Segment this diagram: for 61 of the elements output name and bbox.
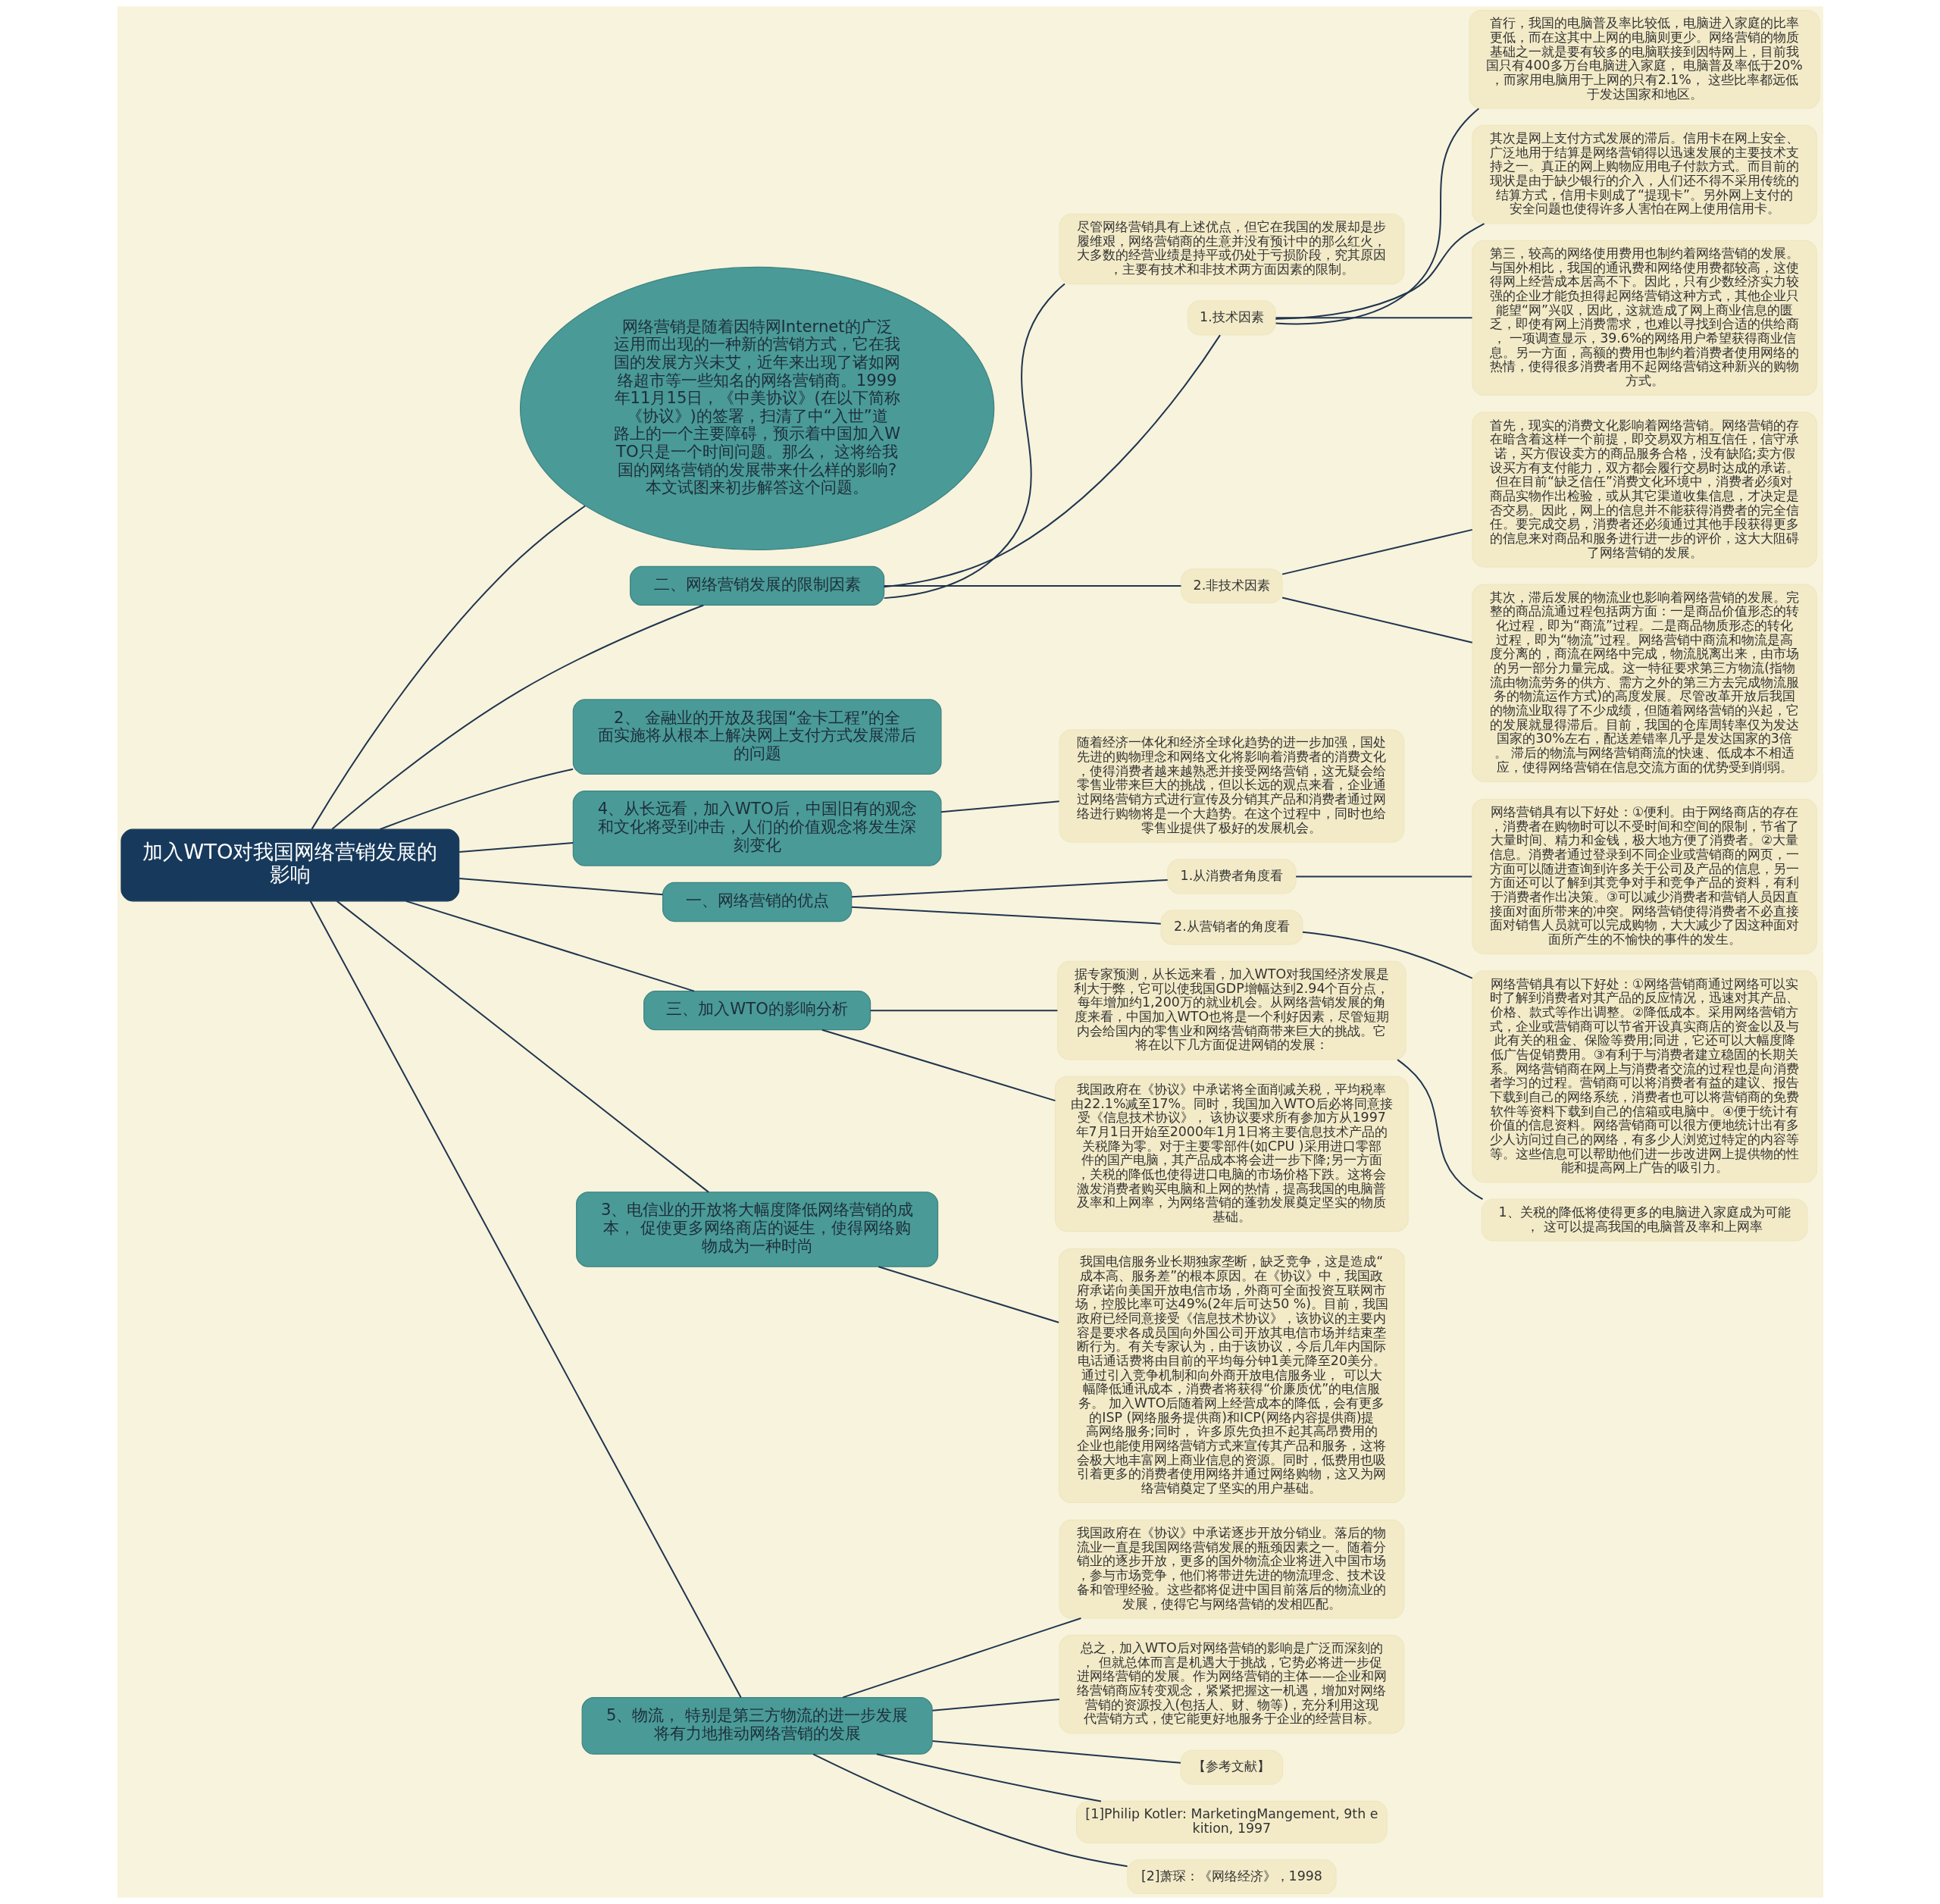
connector — [458, 842, 574, 853]
connector — [940, 800, 1060, 813]
node-box: 5、物流， 特别是第三方物流的进一步发展将有力地推动网络营销的发展 — [581, 1696, 933, 1755]
connector — [458, 878, 663, 896]
node-box: 第三，较高的网络使用费用也制约着网络营销的发展。与国外相比，我国的通讯费和网络使用费都较高，这使得网上经营成本居高不下。因此，只有少数经济实力较强的企业才能负担得起网络营销这种方式，其他企业只能望“网”兴叹，因此，这就造成了网上商业信息的匮乏，即使有网上消费需求，也难以寻找到合适的供给商， 一项调查显示，39.6%的网络用户希望获得商业信息。另一方面，高额的费用也制约着消费者使用网络的热情，使得很多消费者用不起网络营销这种新兴的购物方式。 — [1471, 240, 1817, 396]
connector — [1281, 597, 1473, 644]
connector — [405, 900, 695, 992]
node-box: 网络营销具有以下好处：①便利。由于网络商店的存在，消费者在购物时可以不受时间和空间的限制，节省了大量时间、精力和金钱，极大地方便了消费者。②大量信息。消费者通过登录到不同企业或营销商的网页，一方面可以随进查询到许多关于公司及产品的信息，另一方面还可以了解到其竞争对手和竞争产品的资料，有利于消费者作出决策。③可以减少消费者和营销人员因直接面对面所带来的冲突。网络营销使得消费者不必直接面对销售人员就可以完成购物，大大减少了因这种面对面所产生的不愉快的事件的发生。 — [1471, 798, 1817, 955]
node-box: 总之，加入WTO后对网络营销的影响是广泛而深刻的， 但就总体而言是机遇大于挑战，它势必将进一步促进网络营销的发展。作为网络营销的主体——企业和网络营销商应转变观念，紧紧把握这一机遇，增加对网络营销的资源投入(包括人、财、物等)，充分利用这现代营销方式，使它能更好地服务于企业的经营目标。 — [1059, 1634, 1404, 1734]
node-box: 二、网络营销发展的限制因素 — [629, 565, 884, 606]
node-box: 随着经济一体化和经济全球化趋势的进一步加强，国处先进的购物理念和网络文化将影响着消费者的消费文化，使得消费者越来越熟悉并接受网络营销，这无疑会给零售业带来巨大的挑战，但以长远的观点来看，企业通过网络营销方式进行宣传及分销其产品和消费者通过网络进行购物将是一个大趋势。在这个过程中，同时也给零售业提供了极好的发展机会。 — [1059, 729, 1404, 843]
connector — [1275, 108, 1479, 325]
connector — [931, 1740, 1181, 1764]
node-box: 3、电信业的开放将大幅度降低网络营销的成本， 促使更多网络商店的诞生，使得网络购物成为一种时尚 — [575, 1192, 938, 1267]
node-box: 一、网络营销的优点 — [662, 882, 852, 922]
connector — [875, 1753, 1102, 1802]
node-box: 1.技术因素 — [1187, 300, 1276, 336]
node-box: 尽管网络营销具有上述优点，但它在我国的发展却是步履维艰，网络营销商的生意并没有预计中的那么红火，大多数的经营业绩是持平或仍处于亏损阶段，究其原因，主要有技术和非技术两方面因素的限制。 — [1059, 213, 1404, 285]
connector — [812, 1753, 1128, 1868]
connector — [1281, 528, 1473, 575]
node-box: 网络营销具有以下好处：①网络营销商通过网络可以实时了解到消费者对其产品的反应情况，迅速对其产品、价格、款式等作出调整。②降低成本。采用网络营销方式，企业或营销商可以节省开设真实商店的资金以及与此有关的租金、保险等费用;同进，它还可以大幅度降低广告促销费用。③有利于与消费者建立稳固的长期关系。网络营销商在网上与消费者交流的过程也是向消费者学习的过程。营销商可以将消费者有益的建议、报告下载到自己的网络系统，消费者也可以将营销商的免费软件等资料下载到自己的信箱或电脑中。④便于统计有价值的信息资料。网络营销商可以很方便地统计出有多少人访问过自己的网络，有多少人浏览过特定的内容等等。这些信息可以帮助他们进一步改进网上提供物的性能和提高网上广告的吸引力。 — [1471, 970, 1817, 1183]
node-box: 2.从营销者的角度看 — [1159, 910, 1303, 945]
connector — [821, 1029, 1056, 1102]
node-box: 首行，我国的电脑普及率比较低，电脑进入家庭的比率更低，而在这其中上网的电脑则更少。网络营销的物质基础之一就是要有较多的电脑联接到因特网上，目前我国只有400多万台电脑进入家庭， 电脑普及率低于20%，而家用电脑用于上网的只有2.1%， 这些比率都远低于发达国家和地区。 — [1469, 9, 1820, 109]
node-box: 其次是网上支付方式发展的滞后。信用卡在网上安全、广泛地用于结算是网络营销得以迅速发展的主要技术支持之一。真正的网上购物应用电子付款方式。而目前的现状是由于缺少银行的介入，人们还不得不采用传统的结算方式，信用卡则成了“提现卡”。另外网上支付的安全问题也使得许多人害怕在网上使用信用卡。 — [1471, 124, 1817, 224]
connector — [1396, 1059, 1483, 1201]
connector — [311, 505, 586, 830]
connector — [877, 1266, 1059, 1323]
connector — [309, 900, 742, 1699]
node-box: 1、关税的降低将使得更多的电脑进入家庭成为可能， 这可以提高我国的电脑普及率和上网率 — [1481, 1198, 1807, 1242]
node-box: 2.非技术因素 — [1180, 568, 1283, 603]
connector — [883, 283, 1065, 600]
connector — [850, 878, 1169, 898]
connector — [883, 334, 1221, 588]
node-box: 【参考文献】 — [1180, 1749, 1283, 1785]
connector — [1301, 931, 1473, 979]
node-ellipse: 网络营销是随着因特网Internet的广泛运用而出现的一种新的营销方式，它在我国的发展方兴未艾，近年来出现了诸如网络超市等一些知名的网络营销商。1999年11月15日，《中美协议》(在以下简称《协议》)的签署，扫清了中“入世”道路上的一个主要障碍，预示着中国加入WTO只是一个时间问题。那么， 这将给我国的网络营销的发展带来什么样的影响?本文试图来初步解答这个问题。 — [519, 266, 994, 550]
connector — [1274, 223, 1485, 320]
node-box: [1]Philip Kotler: MarketingMangement, 9th ekition, 1997 — [1075, 1800, 1388, 1843]
connector — [931, 1699, 1060, 1711]
node-box: 其次，滞后发展的物流业也影响着网络营销的发展。完整的商品流通过程包括两方面：一是商品价值形态的转化过程，即为“商流”过程。二是商品物质形态的转化过程，即为“物流”过程。网络营销中商流和物流是高度分离的，商流在网络中完成，物流脱离出来，由市场的另一部分力量完成。这一特征要求第三方物流(指物流由物流劳务的供方、需方之外的第三方去完成物流服务的物流运作方式)的高度发展。尽管改革开放后我国的物流业取得了不少成绩，但随着网络营销的兴起，它的发展就显得滞后。目前，我国的仓库周转率仅为发达国家的30%左右，配送差错率几乎是发达国家的3倍。 滞后的物流与网络营销商流的快速、低成本不相适应，使得网络营销在信息交流方面的优势受到削弱。 — [1471, 584, 1817, 782]
node-box: [2]萧琛：《网络经济》，1998 — [1126, 1859, 1337, 1895]
node-box: 我国政府在《协议》中承诺逐步开放分销业。落后的物流业一直是我国网络营销发展的瓶颈因素之一。随着分销业的逐步开放，更多的国外物流企业将进入中国市场，参与市场竞争，他们将带进先进的物流理念、技术设备和管理经验。这些都将促进中国目前落后的物流业的发展，使得它与网络营销的发相匹配。 — [1059, 1519, 1404, 1619]
node-box: 三、加入WTO的影响分析 — [643, 991, 871, 1031]
node-box: 1.从消费者角度看 — [1166, 859, 1297, 894]
node-box: 4、从长远看，加入WTO后，中国旧有的观念和文化将受到冲击，人们的价值观念将发生深刻变化 — [572, 791, 941, 866]
node-box: 我国政府在《协议》中承诺将全面削减关税，平均税率由22.1%减至17%。同时，我国加入WTO后必将同意接受《信息技术协议》， 该协议要求所有参加方从1997年7月1日开始至2000年1月1日将主要信息技术产品的关税降为零。对于主要零部件(如CPU )采用进口零部件的国产电脑，其产品成本将会进一步下降;另一方面，关税的降低也使得进口电脑的市场价格下跌。这将会激发消费者购买电脑和上网的热情，提高我国的电脑普及率和上网率，为网络营销的蓬勃发展奠定坚实的物质基础。 — [1054, 1076, 1409, 1232]
node-box: 据专家预测，从长远来看，加入WTO对我国经济发展是利大于弊，它可以使我国GDP增幅达到2.94个百分点，每年增加约1,200万的就业机会。从网络营销发展的角度来看，中国加入WTO也将是一个利好因素，尽管短期内会给国内的零售业和网络营销商带来巨大的挑战。它将在以下几方面促进网销的发展： — [1056, 960, 1406, 1060]
connector — [850, 906, 1162, 925]
connector — [330, 604, 704, 831]
connector — [841, 1617, 1081, 1699]
node-box: 加入WTO对我国网络营销发展的影响 — [120, 828, 459, 902]
node-box: 首先，现实的消费文化影响着网络营销。网络营销的存在暗含着这样一个前提，即交易双方相互信任，信守承诺，买方假设卖方的商品服务合格，没有缺陷;卖方假设买方有支付能力，双方都会履行交易时达成的承诺。但在目前“缺乏信任”消费文化环境中，消费者必须对商品实物作出检验，或从其它渠道收集信息，才决定是否交易。因此，网上的信息并不能获得消费者的完全信任。要完成交易，消费者还必须通过其他手段获得更多的信息来对商品和服务进行进一步的评价，这大大阻碍了网络营销的发展。 — [1471, 412, 1817, 568]
node-box: 2、 金融业的开放及我国“金卡工程”的全面实施将从根本上解决网上支付方式发展滞后的问题 — [572, 699, 941, 775]
connector — [336, 900, 709, 1193]
connector — [883, 584, 1181, 587]
connector — [1294, 875, 1472, 878]
connector — [869, 1010, 1058, 1012]
node-box: 我国电信服务业长期独家垄断，缺乏竞争，这是造成“成本高、服务差”的根本原因。在《协议》中，我国政府承诺向美国开放电信市场，外商可全面投资互联网市场，控股比率可达49%(2年后可达50 %)。目前，我国政府已经同意接受《信息技术协议》，该协议的主要内容是要求各成员国向外国公司开放其电信市场并结束垄断行为。有关专家认为，由于该协议，今后几年内国际电话通话费将由目前的平均每分钟1美元降至20美分。通过引入竞争机制和向外商开放电信服务业， 可以大幅降低通讯成本，消费者将获得“价廉质优”的电信服务。 加入WTO后随着网上经营成本的降低，会有更多的ISP (网络服务提供商)和ICP(网络内容提供商)提高网络服务;同时， 许多原先负担不起其高昂费用的企业也能使用网络营销方式来宣传其产品和服务，这将会极大地丰富网上商业信息的资源。同时，低费用也吸引着更多的消费者使用网络并通过网络购物，这又为网络营销奠定了坚实的用户基础。 — [1058, 1248, 1405, 1504]
connector — [379, 768, 574, 830]
connector — [1275, 317, 1473, 319]
